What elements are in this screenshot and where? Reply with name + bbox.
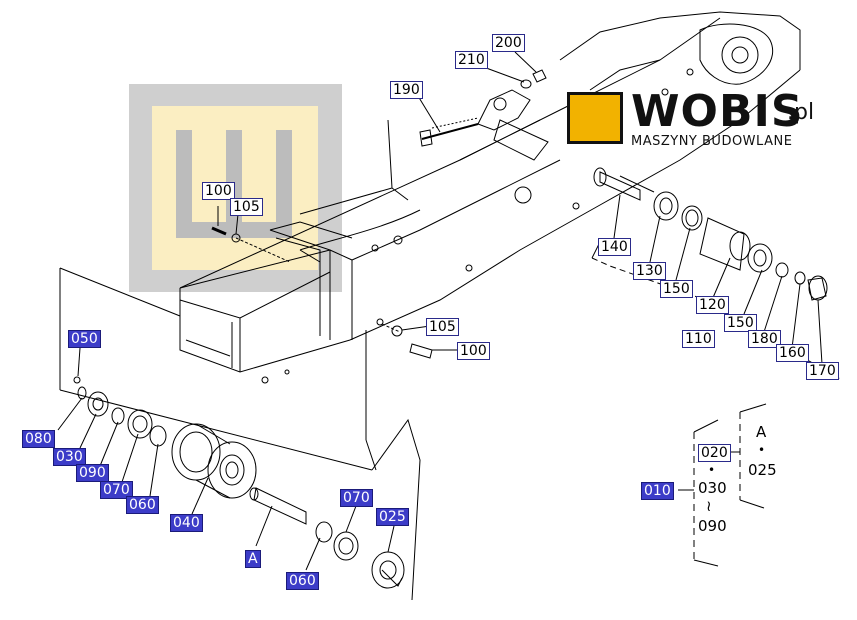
callout-100-top: 100 [202,182,235,200]
wobis-logo-icon [567,92,623,144]
callout-060-left: 060 [126,496,159,514]
callout-105-mid: 105 [426,318,459,336]
callout-030: 030 [53,448,86,466]
callout-070-right: 070 [340,489,373,507]
callout-210: 210 [455,51,488,69]
callout-070-left: 070 [100,481,133,499]
logo-suffix: .pl [787,100,815,125]
callout-150-b: 150 [724,314,757,332]
callout-130: 130 [633,262,666,280]
callout-170: 170 [806,362,839,380]
legend-bullet-2: • [708,463,716,477]
callout-025: 025 [376,508,409,526]
callout-010: 010 [641,482,674,500]
callout-120: 120 [696,296,729,314]
logo-tagline: MASZYNY BUDOWLANE [631,134,793,149]
legend-030: 030 [698,479,727,497]
callout-180: 180 [748,330,781,348]
callout-110: 110 [682,330,715,348]
legend-090: 090 [698,517,727,535]
legend-025: 025 [748,461,777,479]
callout-200: 200 [492,34,525,52]
wobis-logo: WOBIS .pl MASZYNY BUDOWLANE [567,86,847,152]
callout-100-mid: 100 [457,342,490,360]
callout-140: 140 [598,238,631,256]
callout-150-a: 150 [660,280,693,298]
legend-range-tilde: ≀ [706,497,712,515]
legend-a: A [756,423,767,441]
callout-080: 080 [22,430,55,448]
callout-160: 160 [776,344,809,362]
logo-name: WOBIS [631,86,804,137]
callout-020: 020 [698,444,731,462]
callout-a: A [245,550,261,568]
callout-060-right: 060 [286,572,319,590]
legend-bullet-1: • [758,443,766,457]
callout-050: 050 [68,330,101,348]
callout-105-top: 105 [230,198,263,216]
callout-090: 090 [76,464,109,482]
callout-040: 040 [170,514,203,532]
callout-190: 190 [390,81,423,99]
